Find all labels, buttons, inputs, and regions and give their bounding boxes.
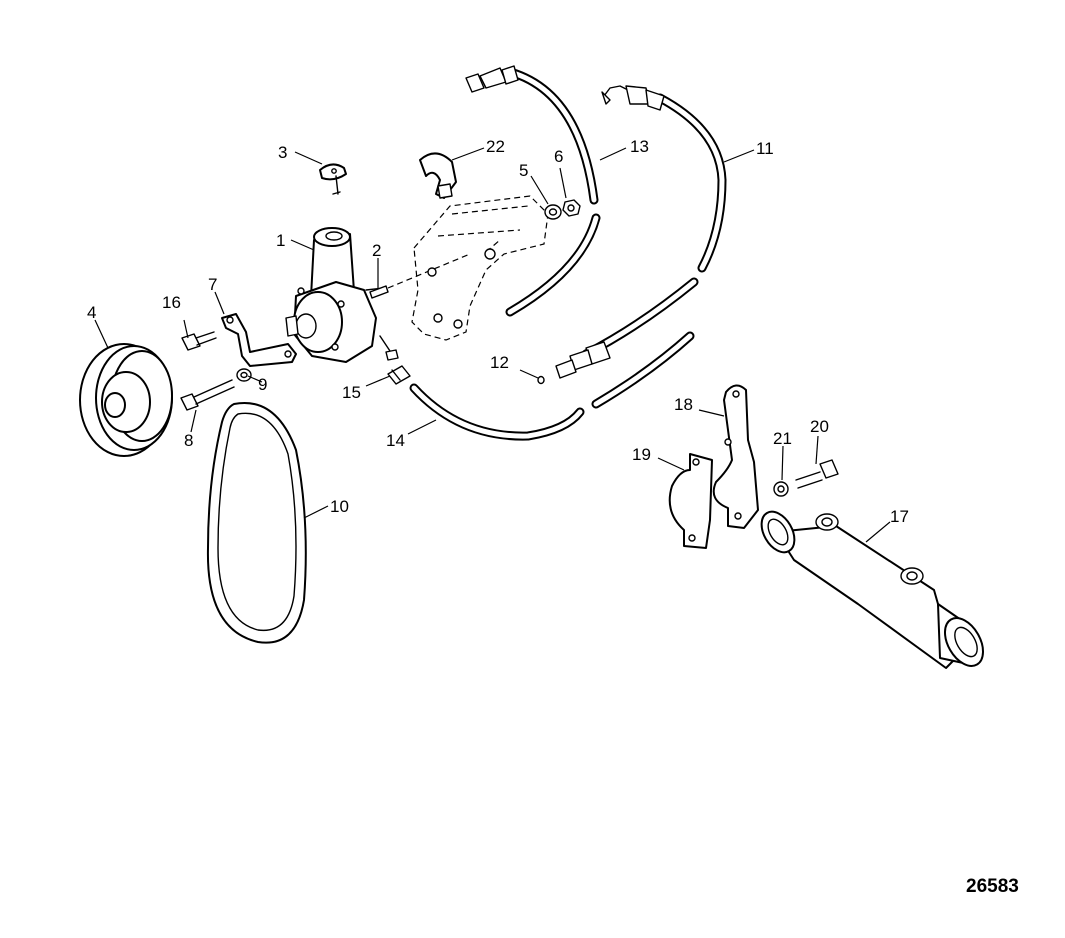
hose-14	[409, 331, 695, 441]
callout-16: 16	[162, 293, 181, 312]
callout-12: 12	[490, 353, 509, 372]
callout-6: 6	[554, 147, 563, 166]
mounting-bracket	[411, 195, 549, 341]
clamp-bracket-18	[712, 384, 759, 529]
callouts: 1 2 3 4 5 6 7 8 9 10 11 12 13 14 15 16 1…	[87, 137, 909, 526]
callout-22: 22	[486, 137, 505, 156]
callout-3: 3	[278, 143, 287, 162]
callout-17: 17	[890, 507, 909, 526]
washer-9	[236, 368, 252, 382]
o-ring-12	[537, 375, 545, 385]
cooler-17	[760, 510, 984, 669]
saddle-clamp-19	[668, 453, 713, 549]
bolt-8	[180, 379, 235, 411]
figure-id: 26583	[966, 876, 1019, 897]
callout-1: 1	[276, 231, 285, 250]
callout-5: 5	[519, 161, 528, 180]
callout-9: 9	[258, 375, 267, 394]
bolt-20	[795, 459, 839, 489]
callout-11: 11	[756, 139, 774, 158]
callout-18: 18	[674, 395, 693, 414]
callout-4: 4	[87, 303, 96, 322]
bolt-16	[181, 331, 217, 351]
fitting-15	[387, 365, 411, 385]
power-steering-pump	[285, 227, 399, 363]
callout-19: 19	[632, 445, 651, 464]
callout-7: 7	[208, 275, 217, 294]
callout-21: 21	[773, 429, 792, 448]
hose-fitting	[555, 341, 611, 379]
callout-15: 15	[342, 383, 361, 402]
callout-14: 14	[386, 431, 405, 450]
callout-10: 10	[330, 497, 349, 516]
callout-2: 2	[372, 241, 381, 260]
hose-clamp-22	[419, 152, 457, 199]
callout-20: 20	[810, 417, 829, 436]
hose-13	[465, 65, 601, 317]
drive-belt	[206, 402, 307, 644]
callout-8: 8	[184, 431, 193, 450]
stud-2	[369, 285, 389, 299]
washer-5	[544, 204, 562, 220]
nut-6	[562, 199, 581, 217]
callout-13: 13	[630, 137, 649, 156]
leader-lines	[94, 147, 891, 543]
lock-washer-21	[773, 481, 789, 497]
dipstick-cap-3	[319, 163, 347, 195]
bracket-7	[221, 313, 297, 367]
hose-11	[581, 85, 727, 359]
pulley	[79, 343, 173, 457]
